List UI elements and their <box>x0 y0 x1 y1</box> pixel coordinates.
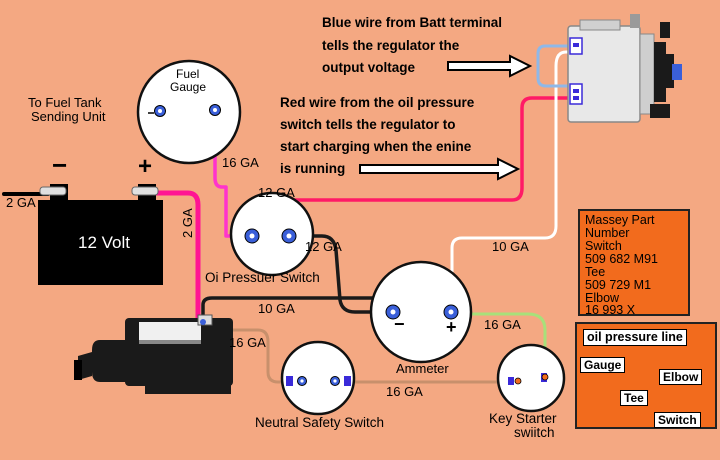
ammeter-body <box>369 260 473 364</box>
battery-label: 12 Volt <box>78 233 130 252</box>
oil-to-ammeter-wire <box>294 234 394 314</box>
part-line: Tee <box>585 265 606 279</box>
ammeter-positive-sign: + <box>446 317 457 337</box>
gauge-label-oil-to-ammeter: 12 GA <box>305 239 342 254</box>
gauge-label-oil-to-regulator: 12 GA <box>258 185 295 200</box>
part-line: Massey Part <box>585 213 655 227</box>
arrow-red-note <box>359 157 521 181</box>
starter-to-neutral-wire <box>204 328 292 384</box>
note-red-wire-2: switch tells the regulator to <box>280 117 456 132</box>
ammeter-to-regulator-wire <box>450 50 580 302</box>
part-line: Number <box>585 226 630 240</box>
note-red-wire-3: start charging when the enine <box>280 139 472 154</box>
fuel-tank-label-2: Sending Unit <box>31 109 106 124</box>
blue-sense-wire <box>536 44 580 88</box>
oil-line-title: oil pressure line <box>583 329 687 346</box>
part-line: 16 993 X <box>585 303 636 317</box>
key-switch-label-2: swiitch <box>514 425 555 440</box>
part-line: Elbow <box>585 291 620 305</box>
part-numbers-box: Massey Part Number Switch 509 682 M91 Te… <box>578 209 690 316</box>
gauge-label-ammeter-to-key: 16 GA <box>484 317 521 332</box>
key-switch-body <box>496 343 566 413</box>
battery-positive-wire <box>147 190 201 321</box>
gauge-label-ammeter-to-regulator: 10 GA <box>492 239 529 254</box>
part-line: 509 682 M91 <box>585 252 658 266</box>
ammeter-label: Ammeter <box>396 361 449 376</box>
oil-line-gauge-tag: Gauge <box>580 357 626 373</box>
ammeter-negative-sign: − <box>394 314 405 334</box>
fuel-gauge-wire <box>213 112 247 238</box>
oil-switch-body <box>229 191 315 277</box>
battery-negative-sign: − <box>52 150 68 180</box>
ammeter-to-key-wire <box>456 312 547 380</box>
note-blue-wire-1: Blue wire from Batt terminal <box>322 15 503 30</box>
battery-body <box>38 184 163 285</box>
fuel-gauge-label-2: Gauge <box>170 80 207 94</box>
oil-line-switch-tag: Switch <box>654 412 701 428</box>
gauge-label-fuel-to-oil: 16 GA <box>222 155 259 170</box>
starter-motor-body <box>74 314 233 394</box>
note-red-wire-1: Red wire from the oil pressure <box>280 95 475 110</box>
note-red-wire-4: is running <box>280 161 346 176</box>
starter-to-ammeter-wire <box>201 296 394 320</box>
part-line: Switch <box>585 239 622 253</box>
fuel-gauge-label-1: Fuel <box>176 67 200 81</box>
gauge-label-batt-pos: 2 GA <box>180 208 195 238</box>
oil-switch-label: Oi Pressuer Switch <box>205 270 320 285</box>
gauge-label-starter-to-ammeter: 10 GA <box>258 301 295 316</box>
arrow-blue-note <box>447 54 533 78</box>
key-switch-label-1: Key Starter <box>489 411 557 426</box>
neutral-switch-label: Neutral Safety Switch <box>255 415 385 430</box>
alternator-body <box>567 14 682 123</box>
oil-line-tee-tag: Tee <box>620 390 648 406</box>
gauge-label-starter-to-neutral: 16 GA <box>229 335 266 350</box>
gauge-label-neutral-to-key: 16 GA <box>386 384 423 399</box>
gauge-label-batt-ground: 2 GA <box>6 195 36 210</box>
note-blue-wire-3: output voltage <box>322 60 415 75</box>
oil-line-elbow-tag: Elbow <box>659 369 703 385</box>
battery-positive-sign: + <box>138 153 153 180</box>
part-line: 509 729 M1 <box>585 278 652 292</box>
arrows <box>359 54 533 181</box>
fuel-gauge-body <box>136 59 242 165</box>
fuel-tank-label-1: To Fuel Tank <box>28 95 102 110</box>
neutral-switch-body <box>280 340 356 416</box>
note-blue-wire-2: tells the regulator the <box>322 38 460 53</box>
